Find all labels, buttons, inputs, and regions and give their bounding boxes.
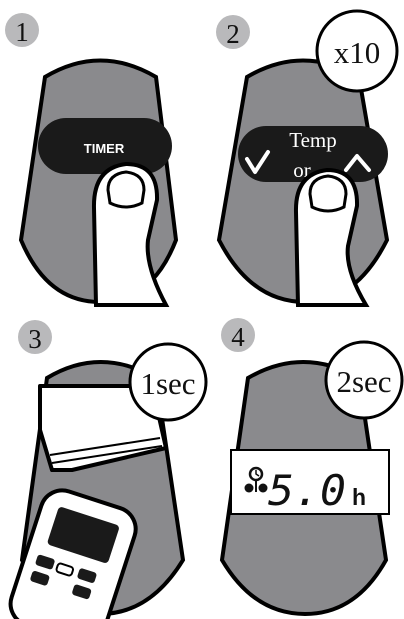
duration-label-2sec: 2sec xyxy=(336,364,391,399)
timer-value: 5.0 xyxy=(268,466,346,515)
timer-unit: h xyxy=(352,484,366,510)
step-4-number: 4 xyxy=(231,322,245,352)
step-3-number: 3 xyxy=(28,324,42,354)
step-3: 3 1sec xyxy=(5,320,206,619)
repeat-count-label: x10 xyxy=(334,35,381,70)
step-2-number: 2 xyxy=(226,19,240,49)
step-4: 4 5.0 h 2sec xyxy=(221,318,402,614)
duration-label-1sec: 1sec xyxy=(140,366,195,401)
timer-button-label: TIMER xyxy=(84,141,125,156)
temp-button-label: Temp xyxy=(289,128,337,152)
step-2: 2 Temp or x10 xyxy=(216,11,397,305)
step-1: 1 TIMER xyxy=(5,13,176,305)
step-1-number: 1 xyxy=(15,17,29,47)
